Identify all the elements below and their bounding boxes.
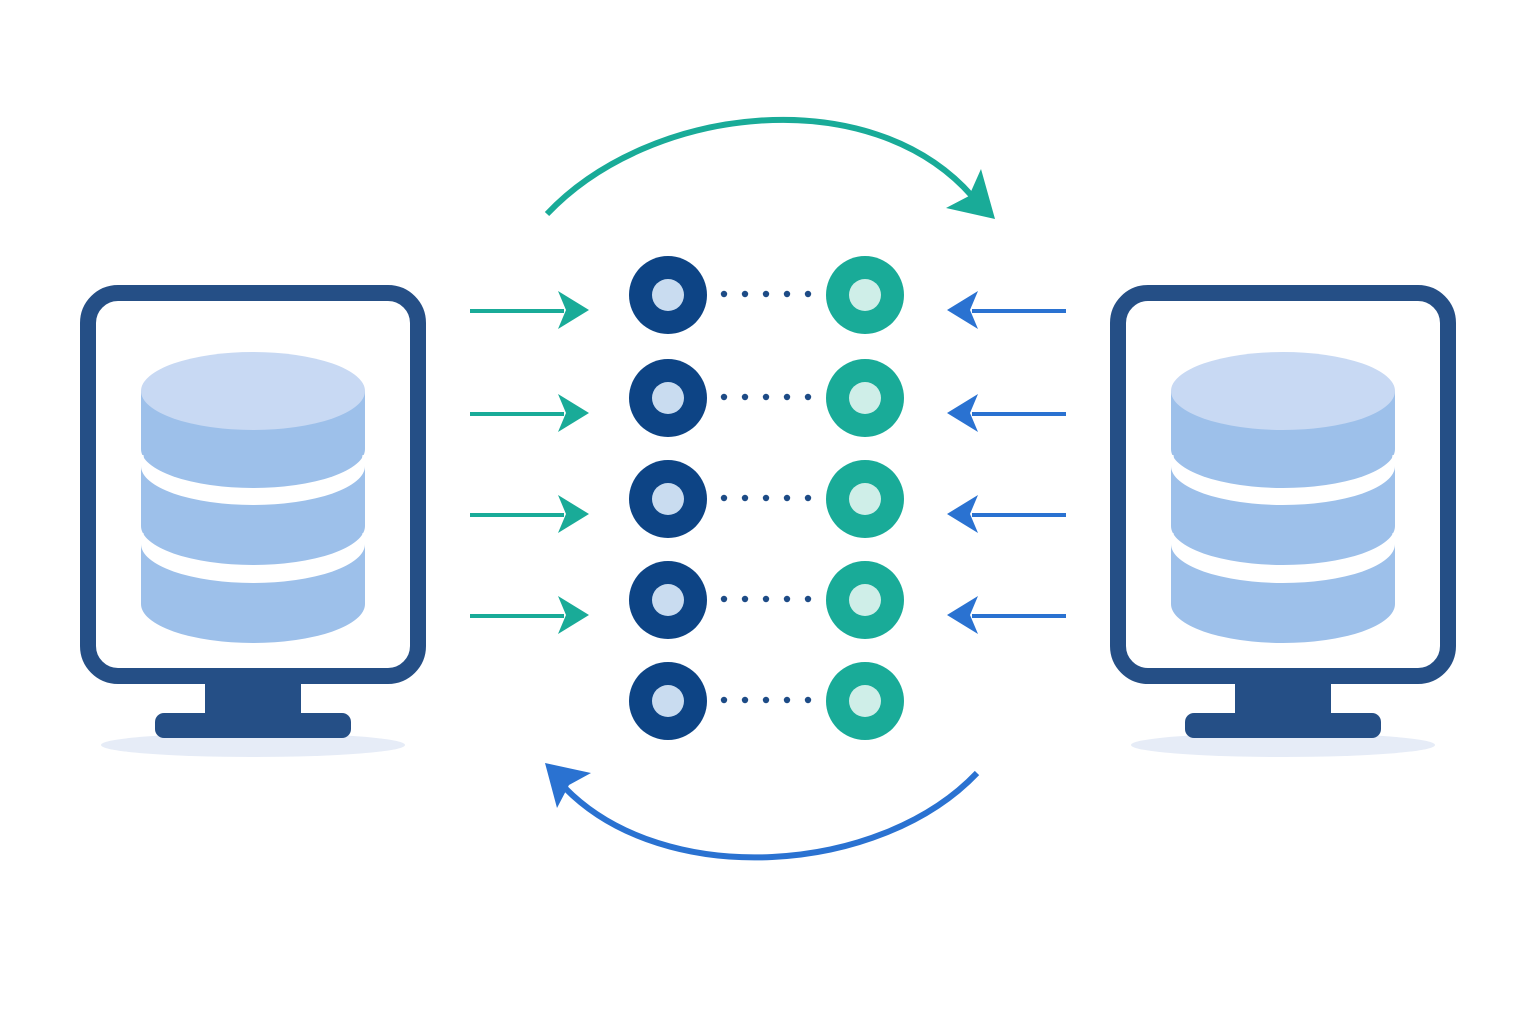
incoming-arrow-left: [947, 291, 1066, 329]
link-dot: [741, 696, 749, 704]
database-layer-middle: [141, 466, 365, 565]
link-dot: [720, 290, 728, 298]
node-row: [629, 662, 904, 740]
sync-arrow-top: [544, 116, 995, 219]
link-dot: [741, 494, 749, 502]
incoming-arrow-right: [470, 596, 589, 634]
monitor-neck: [205, 680, 301, 718]
database-lid: [1171, 352, 1395, 430]
link-dot: [720, 595, 728, 603]
arrowhead: [947, 596, 978, 634]
node-center: [652, 584, 684, 616]
incoming-arrow-left: [947, 495, 1066, 533]
sync-arrow-bottom: [545, 763, 980, 861]
sync-arc: [544, 116, 975, 217]
link-dot: [804, 290, 812, 298]
link-dot: [804, 494, 812, 502]
incoming-arrow-left: [947, 596, 1066, 634]
arrowhead: [558, 596, 589, 634]
incoming-arrow-right: [470, 291, 589, 329]
link-dot: [762, 595, 770, 603]
node-center: [652, 483, 684, 515]
database-monitor-icon: [138, 352, 368, 643]
database-separator: [1168, 454, 1398, 497]
node-center: [849, 382, 881, 414]
node-row: [629, 256, 904, 334]
arrowhead: [947, 394, 978, 432]
link-dot: [720, 696, 728, 704]
link-dot: [804, 595, 812, 603]
database-lid: [141, 352, 365, 430]
arrowhead: [558, 291, 589, 329]
link-dot: [783, 290, 791, 298]
node-center: [652, 382, 684, 414]
dotted-link: [720, 290, 812, 298]
node-center: [849, 483, 881, 515]
database-separator: [138, 532, 368, 575]
link-dot: [720, 393, 728, 401]
link-dot: [741, 290, 749, 298]
arrowhead: [947, 495, 978, 533]
node-center: [849, 685, 881, 717]
node-row: [629, 359, 904, 437]
monitor-base: [1185, 713, 1381, 738]
database-separator: [1168, 532, 1398, 575]
link-dot: [741, 393, 749, 401]
monitor-base: [155, 713, 351, 738]
monitor-shadow: [101, 733, 405, 757]
database-layer-middle: [1171, 466, 1395, 565]
right-database-monitor: [1110, 285, 1456, 757]
database-layer-bottom: [1171, 544, 1395, 643]
link-dot: [741, 595, 749, 603]
node-center: [849, 279, 881, 311]
arrowhead: [947, 291, 978, 329]
dotted-link: [720, 595, 812, 603]
monitor-neck: [1235, 680, 1331, 718]
node-center: [652, 279, 684, 311]
link-dot: [783, 393, 791, 401]
link-dot: [762, 494, 770, 502]
incoming-arrow-left: [947, 394, 1066, 432]
arrowhead: [558, 394, 589, 432]
incoming-arrow-right: [470, 495, 589, 533]
left-database-monitor: [80, 285, 426, 757]
link-dot: [804, 696, 812, 704]
link-dot: [762, 696, 770, 704]
database-separator: [138, 454, 368, 497]
database-layer-bottom: [141, 544, 365, 643]
link-dot: [783, 494, 791, 502]
node-pairs: [629, 256, 904, 740]
dotted-link: [720, 393, 812, 401]
dotted-link: [720, 494, 812, 502]
dotted-link: [720, 696, 812, 704]
link-dot: [762, 393, 770, 401]
sync-arrows: [544, 116, 995, 861]
node-center: [652, 685, 684, 717]
link-dot: [804, 393, 812, 401]
sync-arc: [562, 770, 980, 861]
node-row: [629, 561, 904, 639]
database-monitor-icon: [1168, 352, 1398, 643]
incoming-arrow-right: [470, 394, 589, 432]
incoming-arrows: [470, 291, 1066, 634]
link-dot: [762, 290, 770, 298]
monitor-shadow: [1131, 733, 1435, 757]
arrowhead: [545, 763, 591, 808]
arrowhead: [946, 169, 995, 219]
node-row: [629, 460, 904, 538]
arrowhead: [558, 495, 589, 533]
node-center: [849, 584, 881, 616]
link-dot: [783, 696, 791, 704]
link-dot: [720, 494, 728, 502]
link-dot: [783, 595, 791, 603]
